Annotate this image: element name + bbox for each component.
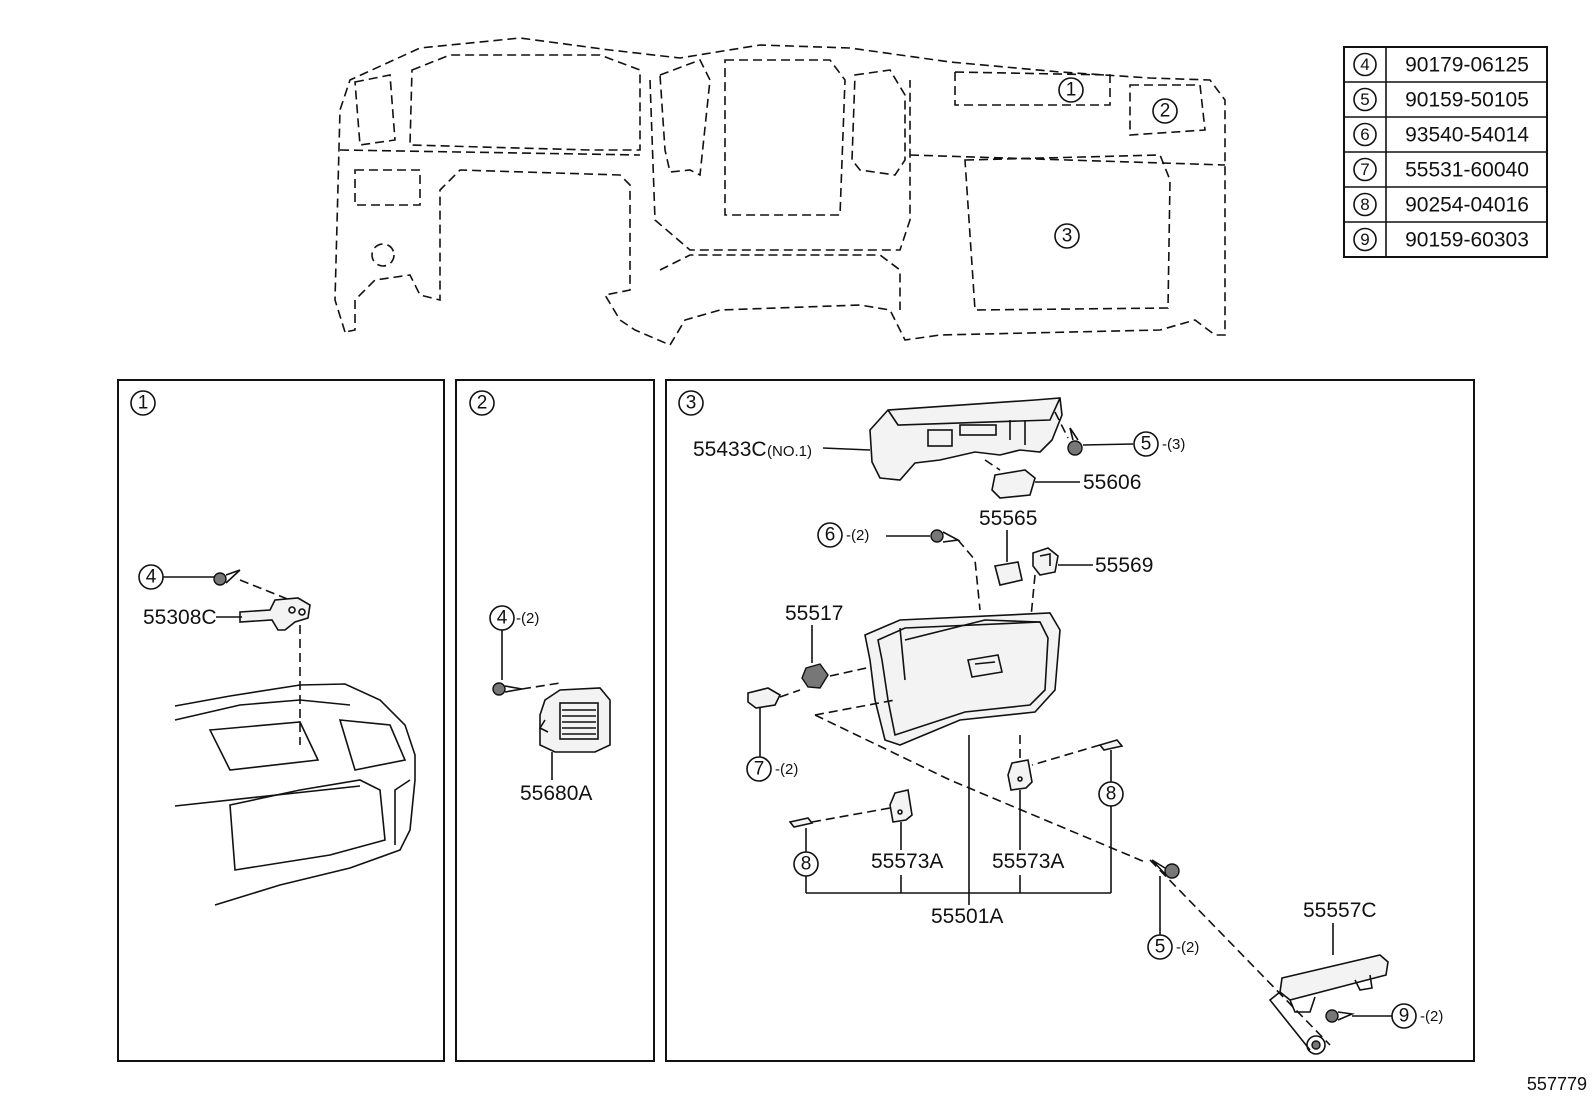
label-55433c: 55433C [693,438,767,461]
label-55569: 55569 [1095,554,1153,577]
upper-panel-55433c [869,397,1063,481]
svg-text:6: 6 [1360,125,1369,144]
cushion-icon [747,687,782,709]
label-55557c: 55557C [1303,899,1377,922]
table-row: 4 90179-06125 [1353,52,1529,77]
svg-text:9: 9 [1399,1006,1410,1027]
svg-text:8: 8 [1360,195,1369,214]
part-number: 90254-04016 [1405,194,1529,217]
svg-text:-(3): -(3) [1162,436,1185,453]
label-55573a-right: 55573A [992,850,1064,873]
overview-callout-3: 3 [1054,223,1080,249]
part-number: 93540-54014 [1405,124,1529,147]
screw-icon [1151,859,1180,879]
screw-icon [492,682,523,696]
diagram-code: 557779 [1527,1074,1587,1094]
damper-55557c [1268,954,1389,1055]
part-number: 90179-06125 [1405,54,1529,77]
svg-text:8: 8 [1106,784,1117,805]
overview-callout-2: 2 [1152,98,1178,124]
screw-icon [930,529,961,543]
svg-text:-(2): -(2) [1176,939,1199,956]
svg-text:5: 5 [1141,434,1152,455]
svg-text:4: 4 [146,567,157,588]
svg-text:2: 2 [1160,101,1171,122]
dashboard-overview [334,37,1226,347]
air-vent-55680a [538,687,611,753]
svg-text:2: 2 [477,393,488,414]
damper-55517 [801,663,829,689]
svg-text:6: 6 [825,525,836,546]
part-number: 90159-60303 [1405,229,1529,252]
svg-text:4: 4 [497,608,508,629]
svg-text:7: 7 [1360,160,1369,179]
svg-text:9: 9 [1360,230,1369,249]
glove-box-55501a [864,612,1061,746]
clip-55606 [991,469,1036,499]
label-55517: 55517 [785,602,843,625]
svg-text:3: 3 [1062,226,1073,247]
svg-text:8: 8 [801,854,812,875]
panel-2: 2 4 -(2) 55680A [455,379,655,1062]
screw-icon [213,569,241,586]
striker-55573a-left [889,789,913,823]
svg-text:-(2): -(2) [775,761,798,778]
label-55308c: 55308C [143,606,217,629]
catch-55569 [1032,547,1059,576]
svg-text:-(2): -(2) [1420,1008,1443,1025]
pin-icon [788,817,814,828]
label-55501a: 55501A [931,905,1003,928]
table-row: 8 90254-04016 [1353,192,1529,217]
dashboard-section-sketch [174,683,416,906]
table-row: 5 90159-50105 [1353,87,1529,112]
svg-text:3: 3 [686,393,697,414]
panel-index-badge [678,390,704,416]
table-row: 9 90159-60303 [1353,227,1529,252]
panel-index-badge [130,390,156,416]
svg-text:7: 7 [754,759,765,780]
svg-text:-(2): -(2) [516,610,539,627]
pin-icon [1098,739,1124,751]
svg-text:(NO.1): (NO.1) [767,443,812,460]
svg-text:1: 1 [1066,80,1077,101]
pad-55565 [994,561,1023,586]
svg-text:5: 5 [1155,937,1166,958]
svg-text:4: 4 [1360,55,1369,74]
svg-text:1: 1 [138,393,149,414]
part-number: 90159-50105 [1405,89,1529,112]
overview-callout-1: 1 [1058,77,1084,103]
label-55573a-left: 55573A [871,850,943,873]
bracket-55308c [239,597,311,631]
table-row: 6 93540-54014 [1353,122,1529,147]
svg-text:-(2): -(2) [846,527,869,544]
panel-3: 3 55433C (NO.1) 5 -(3) 55606 6 [665,379,1475,1062]
table-row: 7 55531-60040 [1353,157,1529,182]
parts-table: 4 90179-06125 5 90159-50105 6 93540-5401… [1343,46,1548,258]
striker-55573a-right [1007,759,1033,791]
screw-icon [1067,427,1083,456]
panel-index-badge [469,390,495,416]
screw-icon [1325,1009,1355,1023]
label-55606: 55606 [1083,471,1141,494]
label-55680a: 55680A [520,782,592,805]
svg-text:5: 5 [1360,90,1369,109]
label-55565: 55565 [979,507,1037,530]
panel-1: 1 4 55308C [117,379,445,1062]
part-number: 55531-60040 [1405,159,1529,182]
